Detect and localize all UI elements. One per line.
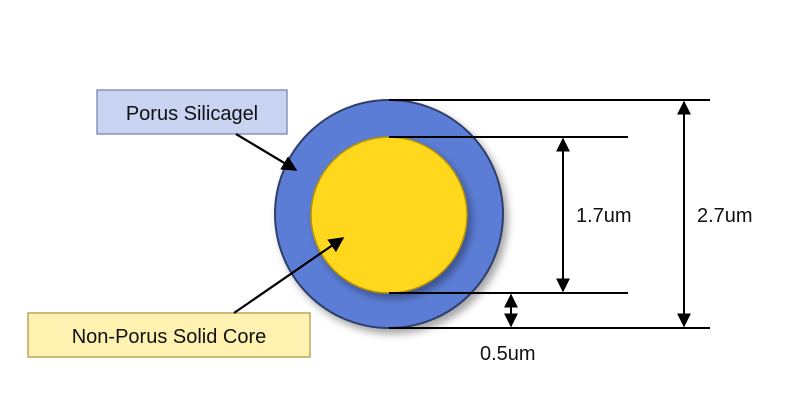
shell-thickness-label: 0.5um — [480, 343, 536, 365]
particle-diameter-label: 2.7um — [697, 205, 753, 227]
outer-layer-callout-text: Porus Silicagel — [126, 103, 258, 125]
solid-core — [310, 136, 468, 294]
outer-layer-callout-box — [96, 89, 288, 135]
core-callout-text: Non-Porus Solid Core — [72, 326, 267, 348]
outer-layer-callout-arrow — [235, 133, 298, 171]
core-callout-arrow — [233, 237, 345, 314]
core-callout-box — [27, 312, 311, 358]
core-diameter-label: 1.7um — [576, 205, 632, 227]
